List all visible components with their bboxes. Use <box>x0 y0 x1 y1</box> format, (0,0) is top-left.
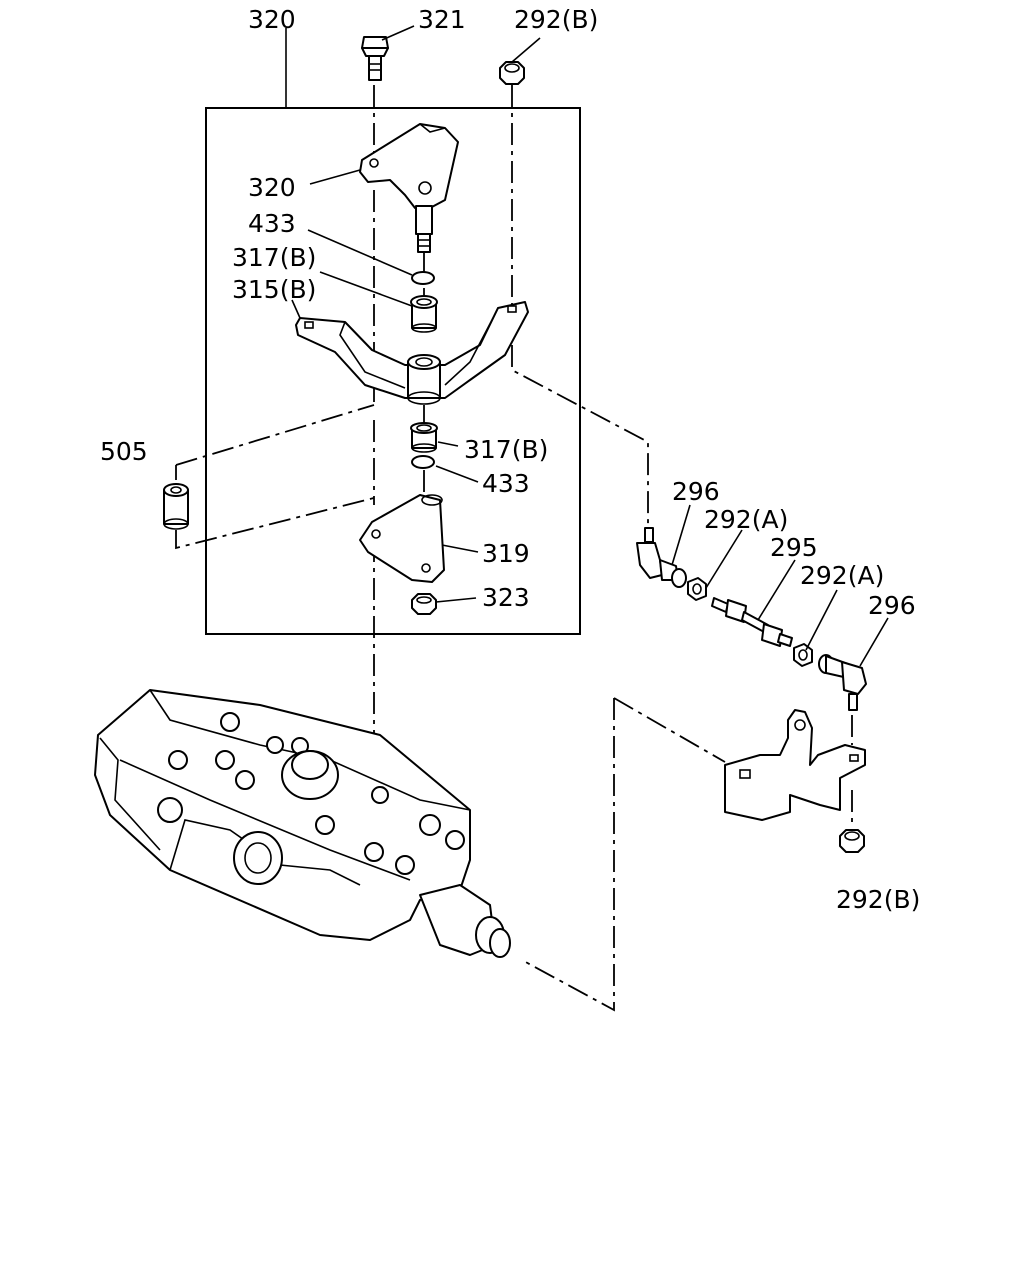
support-bracket <box>724 709 866 821</box>
leader-lines <box>285 25 889 667</box>
bracket-320 <box>359 123 459 253</box>
label-433-top: 433 <box>248 209 296 238</box>
nut-292a-right <box>793 643 813 667</box>
nut-292b-top <box>499 61 525 85</box>
label-292a-right: 292(A) <box>800 561 884 590</box>
label-317b-top: 317(B) <box>232 243 316 272</box>
nut-292a-left <box>687 577 707 601</box>
bushing-317b-bottom <box>410 422 438 453</box>
spacer-505 <box>163 483 189 530</box>
label-296-right: 296 <box>868 591 916 620</box>
bushing-317b-top <box>410 295 438 333</box>
label-317b-bottom: 317(B) <box>464 435 548 464</box>
alignment-lines <box>175 85 853 1012</box>
ball-joint-296-right <box>818 654 867 711</box>
callout-labels: 320 321 292(B) 320 433 317(B) 315(B) 505… <box>100 5 920 914</box>
label-505: 505 <box>100 437 148 466</box>
label-296-left: 296 <box>672 477 720 506</box>
nut-292b-bottom <box>839 829 865 853</box>
o-ring-433-bottom <box>411 455 435 469</box>
rod-295 <box>711 597 793 647</box>
label-292b-top: 292(B) <box>514 5 598 34</box>
label-321: 321 <box>418 5 466 34</box>
label-433-bottom: 433 <box>482 469 530 498</box>
label-323: 323 <box>482 583 530 612</box>
label-320-top: 320 <box>248 5 296 34</box>
label-315b: 315(B) <box>232 275 316 304</box>
label-319: 319 <box>482 539 530 568</box>
label-320-bracket: 320 <box>248 173 296 202</box>
label-292b-bottom: 292(B) <box>836 885 920 914</box>
bolt-321 <box>361 36 389 81</box>
steering-gear-housing <box>94 689 511 958</box>
plate-319 <box>359 494 445 583</box>
assembly-outline-box <box>205 107 581 635</box>
label-292a-left: 292(A) <box>704 505 788 534</box>
ball-joint-296-left <box>636 527 687 588</box>
arm-315b <box>295 301 529 405</box>
nut-323 <box>411 593 437 615</box>
label-295: 295 <box>770 533 818 562</box>
o-ring-433-top <box>411 271 435 285</box>
